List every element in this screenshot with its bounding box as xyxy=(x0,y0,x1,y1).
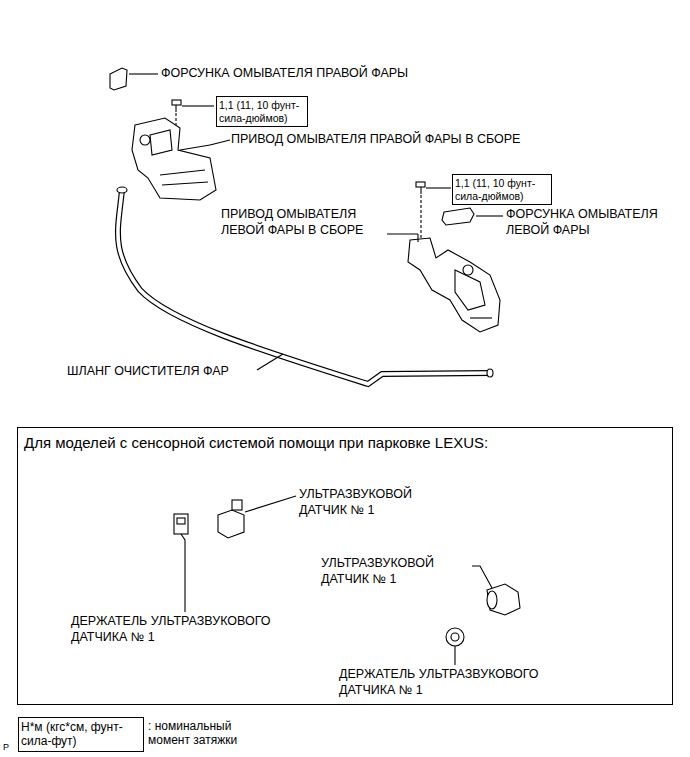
torque-spec-box: 1,1 (11, 10 фунт-сила-дюймов) xyxy=(452,174,552,205)
box-text: 1,1 (11, 10 фунт-сила-дюймов) xyxy=(455,177,549,202)
part-name: ФОРСУНКА ОМЫВАТЕЛЯ ЛЕВОЙ ФАРЫ xyxy=(505,207,685,238)
legend-torque-box: Н*м (кгс*см, фунт-сила-фут): номинальный… xyxy=(18,717,144,752)
part-name: ШЛАНГ ОЧИСТИТЕЛЯ ФАР xyxy=(66,364,230,380)
part-name: ФОРСУНКА ОМЫВАТЕЛЯ ПРАВОЙ ФАРЫ xyxy=(160,66,409,82)
part-name: УЛЬТРАЗВУКОВОЙ ДАТЧИК № 1 xyxy=(320,556,472,587)
box-text: 1,1 (11, 10 фунт-сила-дюймов) xyxy=(219,99,305,124)
box-text: Для моделей с сенсорной системой помощи … xyxy=(24,434,666,452)
part-name: УЛЬТРАЗВУКОВОЙ ДАТЧИК № 1 xyxy=(298,487,450,518)
page-mark: P xyxy=(2,742,10,753)
part-name: ПРИВОД ОМЫВАТЕЛЯ ЛЕВОЙ ФАРЫ В СБОРЕ xyxy=(220,207,387,238)
torque-spec-box: 1,1 (11, 10 фунт-сила-дюймов) xyxy=(216,96,308,127)
box-text: Н*м (кгс*см, фунт-сила-фут) xyxy=(21,720,141,749)
part-name: ПРИВОД ОМЫВАТЕЛЯ ПРАВОЙ ФАРЫ В СБОРЕ xyxy=(230,132,521,148)
part-name: ДЕРЖАТЕЛЬ УЛЬТРАЗВУКОВОГО ДАТЧИКА № 1 xyxy=(338,667,590,698)
part-name: ДЕРЖАТЕЛЬ УЛЬТРАЗВУКОВОГО ДАТЧИКА № 1 xyxy=(70,614,322,645)
box-caption: : номинальный момент затяжки xyxy=(148,719,260,748)
